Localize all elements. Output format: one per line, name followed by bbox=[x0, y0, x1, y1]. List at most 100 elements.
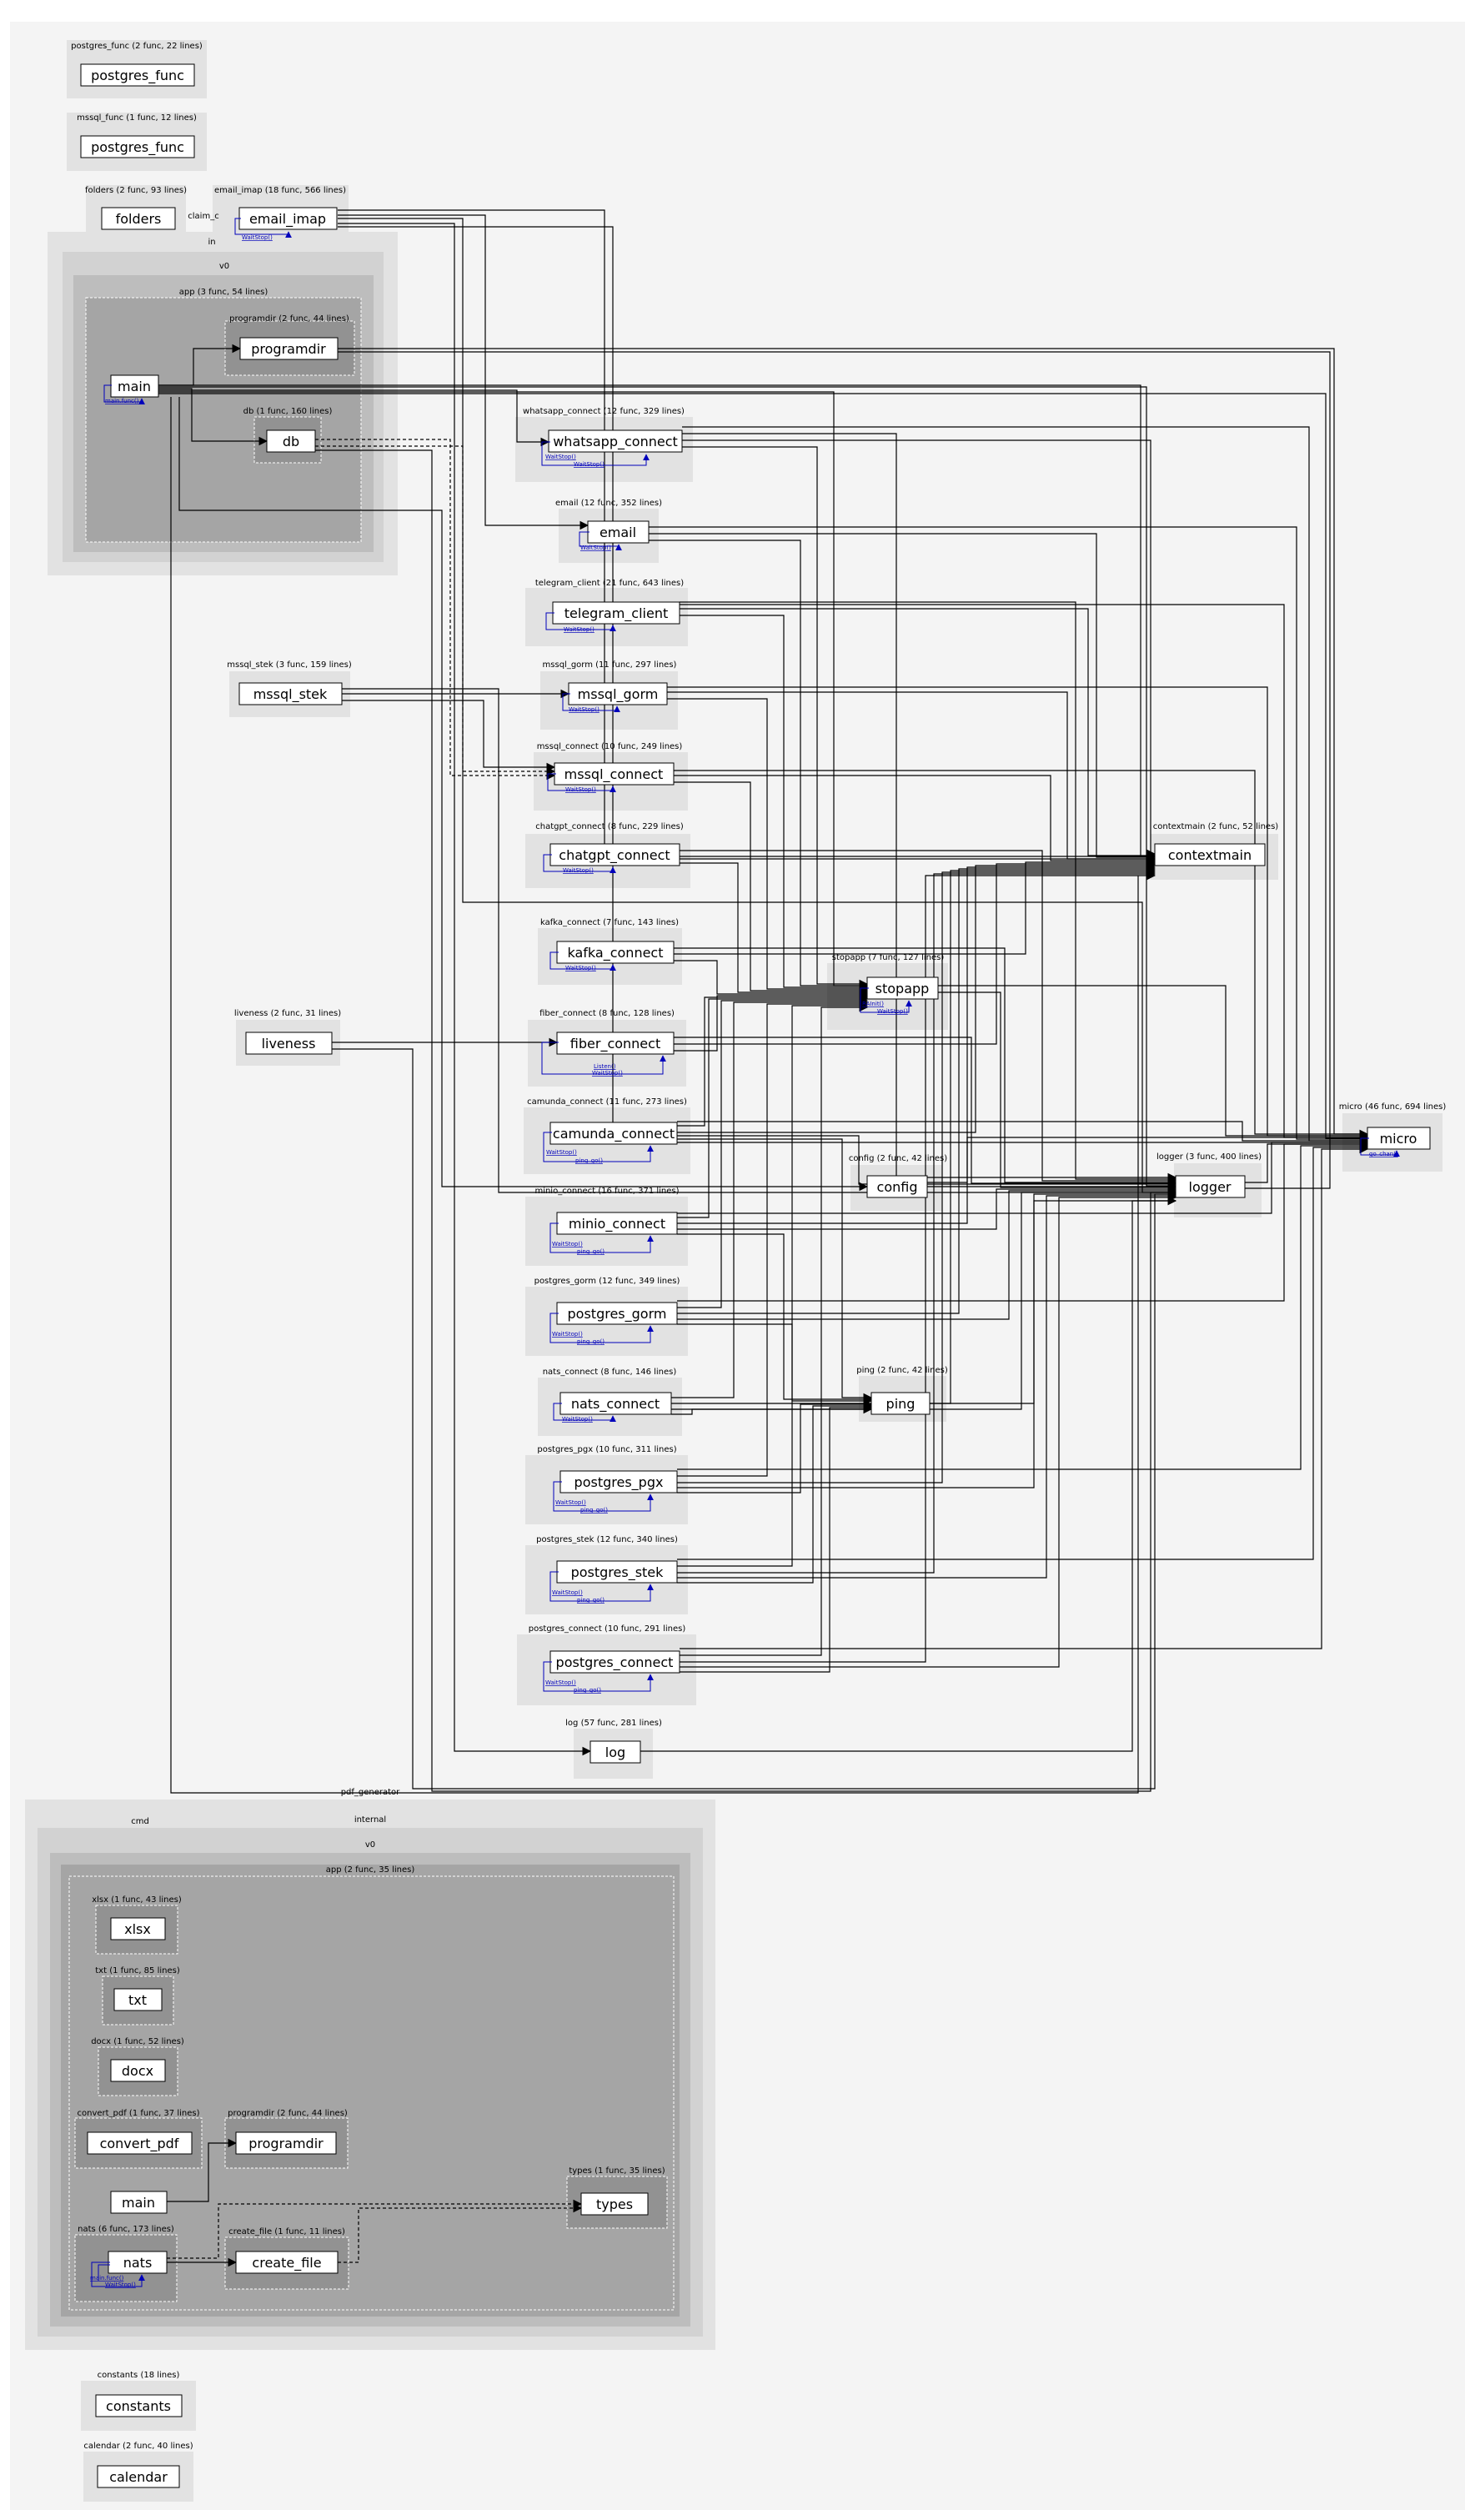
node-calendar[interactable]: calendar bbox=[97, 2465, 180, 2488]
method-label-pgorm-2: ping_go() bbox=[577, 1338, 605, 1345]
cluster-label-micro: micro (46 func, 694 lines) bbox=[1339, 1102, 1447, 1112]
edge-pgorm-ping bbox=[677, 1323, 873, 1406]
node-xlsx[interactable]: xlsx bbox=[110, 1917, 166, 1940]
node-kafka-connect[interactable]: kafka_connect bbox=[556, 941, 675, 964]
node-postgres-stek[interactable]: postgres_stek bbox=[556, 1560, 678, 1584]
node-liveness[interactable]: liveness bbox=[245, 1032, 333, 1055]
method-loop-telegram[interactable]: WaitStop() bbox=[545, 612, 616, 633]
edge-main-db bbox=[158, 388, 268, 446]
node-types[interactable]: types bbox=[580, 2192, 649, 2216]
node-main-bottom[interactable]: main bbox=[110, 2191, 168, 2214]
node-contextmain[interactable]: contextmain bbox=[1154, 843, 1266, 866]
edge-email-imap-log bbox=[338, 223, 592, 1756]
node-label-micro: micro bbox=[1380, 1131, 1417, 1147]
node-postgres-func-top[interactable]: postgres_func bbox=[80, 63, 195, 87]
method-loop-pgx[interactable]: WaitStop() ping_go() bbox=[553, 1481, 654, 1514]
node-main-top[interactable]: main bbox=[110, 374, 159, 398]
node-config[interactable]: config bbox=[866, 1175, 928, 1198]
node-db[interactable]: db bbox=[266, 429, 316, 453]
node-mssql-func[interactable]: postgres_func bbox=[80, 135, 195, 158]
node-constants[interactable]: constants bbox=[95, 2394, 183, 2417]
method-loop-nats[interactable]: main.func() WaitStop() bbox=[90, 2261, 145, 2288]
edge-pconnect-logger bbox=[680, 1192, 1177, 1668]
method-loop-mssql-gorm[interactable]: WaitStop() bbox=[562, 693, 620, 713]
edge-create-file-types bbox=[338, 2203, 583, 2263]
node-label-whatsapp-connect: whatsapp_connect bbox=[553, 434, 678, 450]
method-label-whatsapp-1: WaitStop() bbox=[545, 454, 576, 460]
node-convert-pdf[interactable]: convert_pdf bbox=[87, 2131, 193, 2155]
cluster-label-create-file: create_file (1 func, 11 lines) bbox=[228, 2227, 345, 2236]
node-stopapp[interactable]: stopapp bbox=[866, 976, 939, 1000]
cluster-label-liveness: liveness (2 func, 31 lines) bbox=[234, 1009, 341, 1018]
node-email[interactable]: email bbox=[587, 520, 650, 544]
method-loop-stopapp[interactable]: RAInit() WaitStop() bbox=[860, 987, 912, 1015]
node-nats[interactable]: nats bbox=[108, 2251, 168, 2274]
node-email-imap[interactable]: email_imap bbox=[238, 207, 338, 230]
edge-stopapp-logger bbox=[938, 991, 1177, 1192]
node-log[interactable]: log bbox=[589, 1740, 641, 1764]
method-loop-fiber[interactable]: Listen() WaitStop() bbox=[541, 1042, 666, 1077]
cluster-label-fiber-connect: fiber_connect (8 func, 128 lines) bbox=[539, 1009, 675, 1018]
method-loop-pgorm[interactable]: WaitStop() ping_go() bbox=[549, 1313, 654, 1345]
cluster-label-minio-connect: minio_connect (16 func, 371 lines) bbox=[534, 1187, 679, 1196]
node-ping[interactable]: ping bbox=[870, 1392, 931, 1415]
node-postgres-pgx[interactable]: postgres_pgx bbox=[559, 1470, 678, 1493]
edge-minio-logger bbox=[677, 1184, 1177, 1230]
cluster-label-xlsx: xlsx (1 func, 43 lines) bbox=[92, 1895, 182, 1905]
node-create-file[interactable]: create_file bbox=[235, 2251, 339, 2274]
cluster-label-nats: nats (6 func, 173 lines) bbox=[78, 2225, 174, 2234]
node-programdir-top[interactable]: programdir bbox=[239, 337, 339, 360]
node-label-postgres-pgx: postgres_pgx bbox=[574, 1474, 664, 1491]
node-docx[interactable]: docx bbox=[110, 2059, 166, 2082]
edge-pconnect-ping bbox=[680, 1403, 873, 1673]
method-loop-main-top[interactable]: main.func() bbox=[103, 384, 145, 405]
node-mssql-gorm[interactable]: mssql_gorm bbox=[568, 682, 668, 705]
node-mssql-stek[interactable]: mssql_stek bbox=[238, 682, 343, 705]
cluster-label-calendar: calendar (2 func, 40 lines) bbox=[83, 2442, 193, 2451]
node-logger[interactable]: logger bbox=[1175, 1175, 1246, 1198]
node-label-nats-connect: nats_connect bbox=[571, 1396, 660, 1413]
node-postgres-gorm[interactable]: postgres_gorm bbox=[556, 1302, 678, 1325]
method-label-fiber-1: Listen() bbox=[594, 1063, 616, 1070]
edge-pstek-stopapp bbox=[677, 1001, 869, 1567]
node-chatgpt-connect[interactable]: chatgpt_connect bbox=[549, 843, 680, 866]
method-loop-camunda[interactable]: WaitStop() ping_go() bbox=[543, 1132, 654, 1164]
edge-camunda-stopapp bbox=[677, 992, 869, 1127]
method-loop-nats-connect[interactable]: WaitStop() bbox=[553, 1403, 616, 1423]
node-micro[interactable]: micro bbox=[1367, 1127, 1431, 1150]
node-telegram-client[interactable]: telegram_client bbox=[552, 601, 680, 625]
node-minio-connect[interactable]: minio_connect bbox=[556, 1212, 678, 1235]
method-loop-mssql-connect[interactable]: WaitStop() bbox=[547, 773, 616, 793]
node-postgres-connect[interactable]: postgres_connect bbox=[549, 1650, 680, 1674]
method-loop-email-imap[interactable]: WaitStop() bbox=[234, 218, 292, 241]
node-whatsapp-connect[interactable]: whatsapp_connect bbox=[548, 429, 683, 453]
method-loop-chatgpt[interactable]: WaitStop() bbox=[543, 854, 616, 874]
method-label-stopapp-1: RAInit() bbox=[862, 1001, 884, 1007]
edge-main-config bbox=[178, 397, 869, 1192]
edge-main-bottom-programdir bbox=[167, 2138, 238, 2202]
cluster-label-convert-pdf: convert_pdf (1 func, 37 lines) bbox=[77, 2109, 199, 2118]
cluster-label-ping: ping (2 func, 42 lines) bbox=[856, 1366, 948, 1375]
nodes: postgres_func postgres_func folders emai… bbox=[80, 63, 1431, 2488]
method-loop-pconnect[interactable]: WaitStop() ping_go() bbox=[543, 1661, 654, 1694]
node-programdir-bottom[interactable]: programdir bbox=[235, 2131, 337, 2155]
node-txt[interactable]: txt bbox=[113, 1988, 163, 2011]
method-loop-whatsapp[interactable]: WaitStop() WaitStop() bbox=[541, 441, 650, 468]
method-loop-pstek[interactable]: WaitStop() ping_go() bbox=[549, 1571, 654, 1604]
method-label-mssql-gorm: WaitStop() bbox=[569, 706, 600, 713]
method-loop-minio[interactable]: WaitStop() ping_go() bbox=[549, 1222, 654, 1255]
node-nats-connect[interactable]: nats_connect bbox=[559, 1392, 672, 1415]
cluster-label-programdir-top: programdir (2 func, 44 lines) bbox=[229, 314, 349, 324]
node-mssql-connect[interactable]: mssql_connect bbox=[554, 762, 675, 786]
node-folders[interactable]: folders bbox=[101, 207, 176, 230]
node-label-mssql-stek: mssql_stek bbox=[253, 686, 328, 703]
method-loop-micro[interactable]: go_chan() bbox=[1360, 1137, 1400, 1157]
method-label-nats-2: WaitStop() bbox=[105, 2282, 136, 2288]
node-fiber-connect[interactable]: fiber_connect bbox=[556, 1032, 675, 1055]
node-label-main-bottom: main bbox=[122, 2195, 155, 2211]
cluster-label-postgres-connect: postgres_connect (10 func, 291 lines) bbox=[529, 1624, 686, 1634]
node-camunda-connect[interactable]: camunda_connect bbox=[549, 1122, 678, 1145]
method-loop-email[interactable]: WaitStop() bbox=[579, 531, 622, 551]
method-loop-kafka[interactable]: WaitStop() bbox=[549, 951, 616, 971]
edge-main-micro bbox=[158, 393, 1369, 1143]
